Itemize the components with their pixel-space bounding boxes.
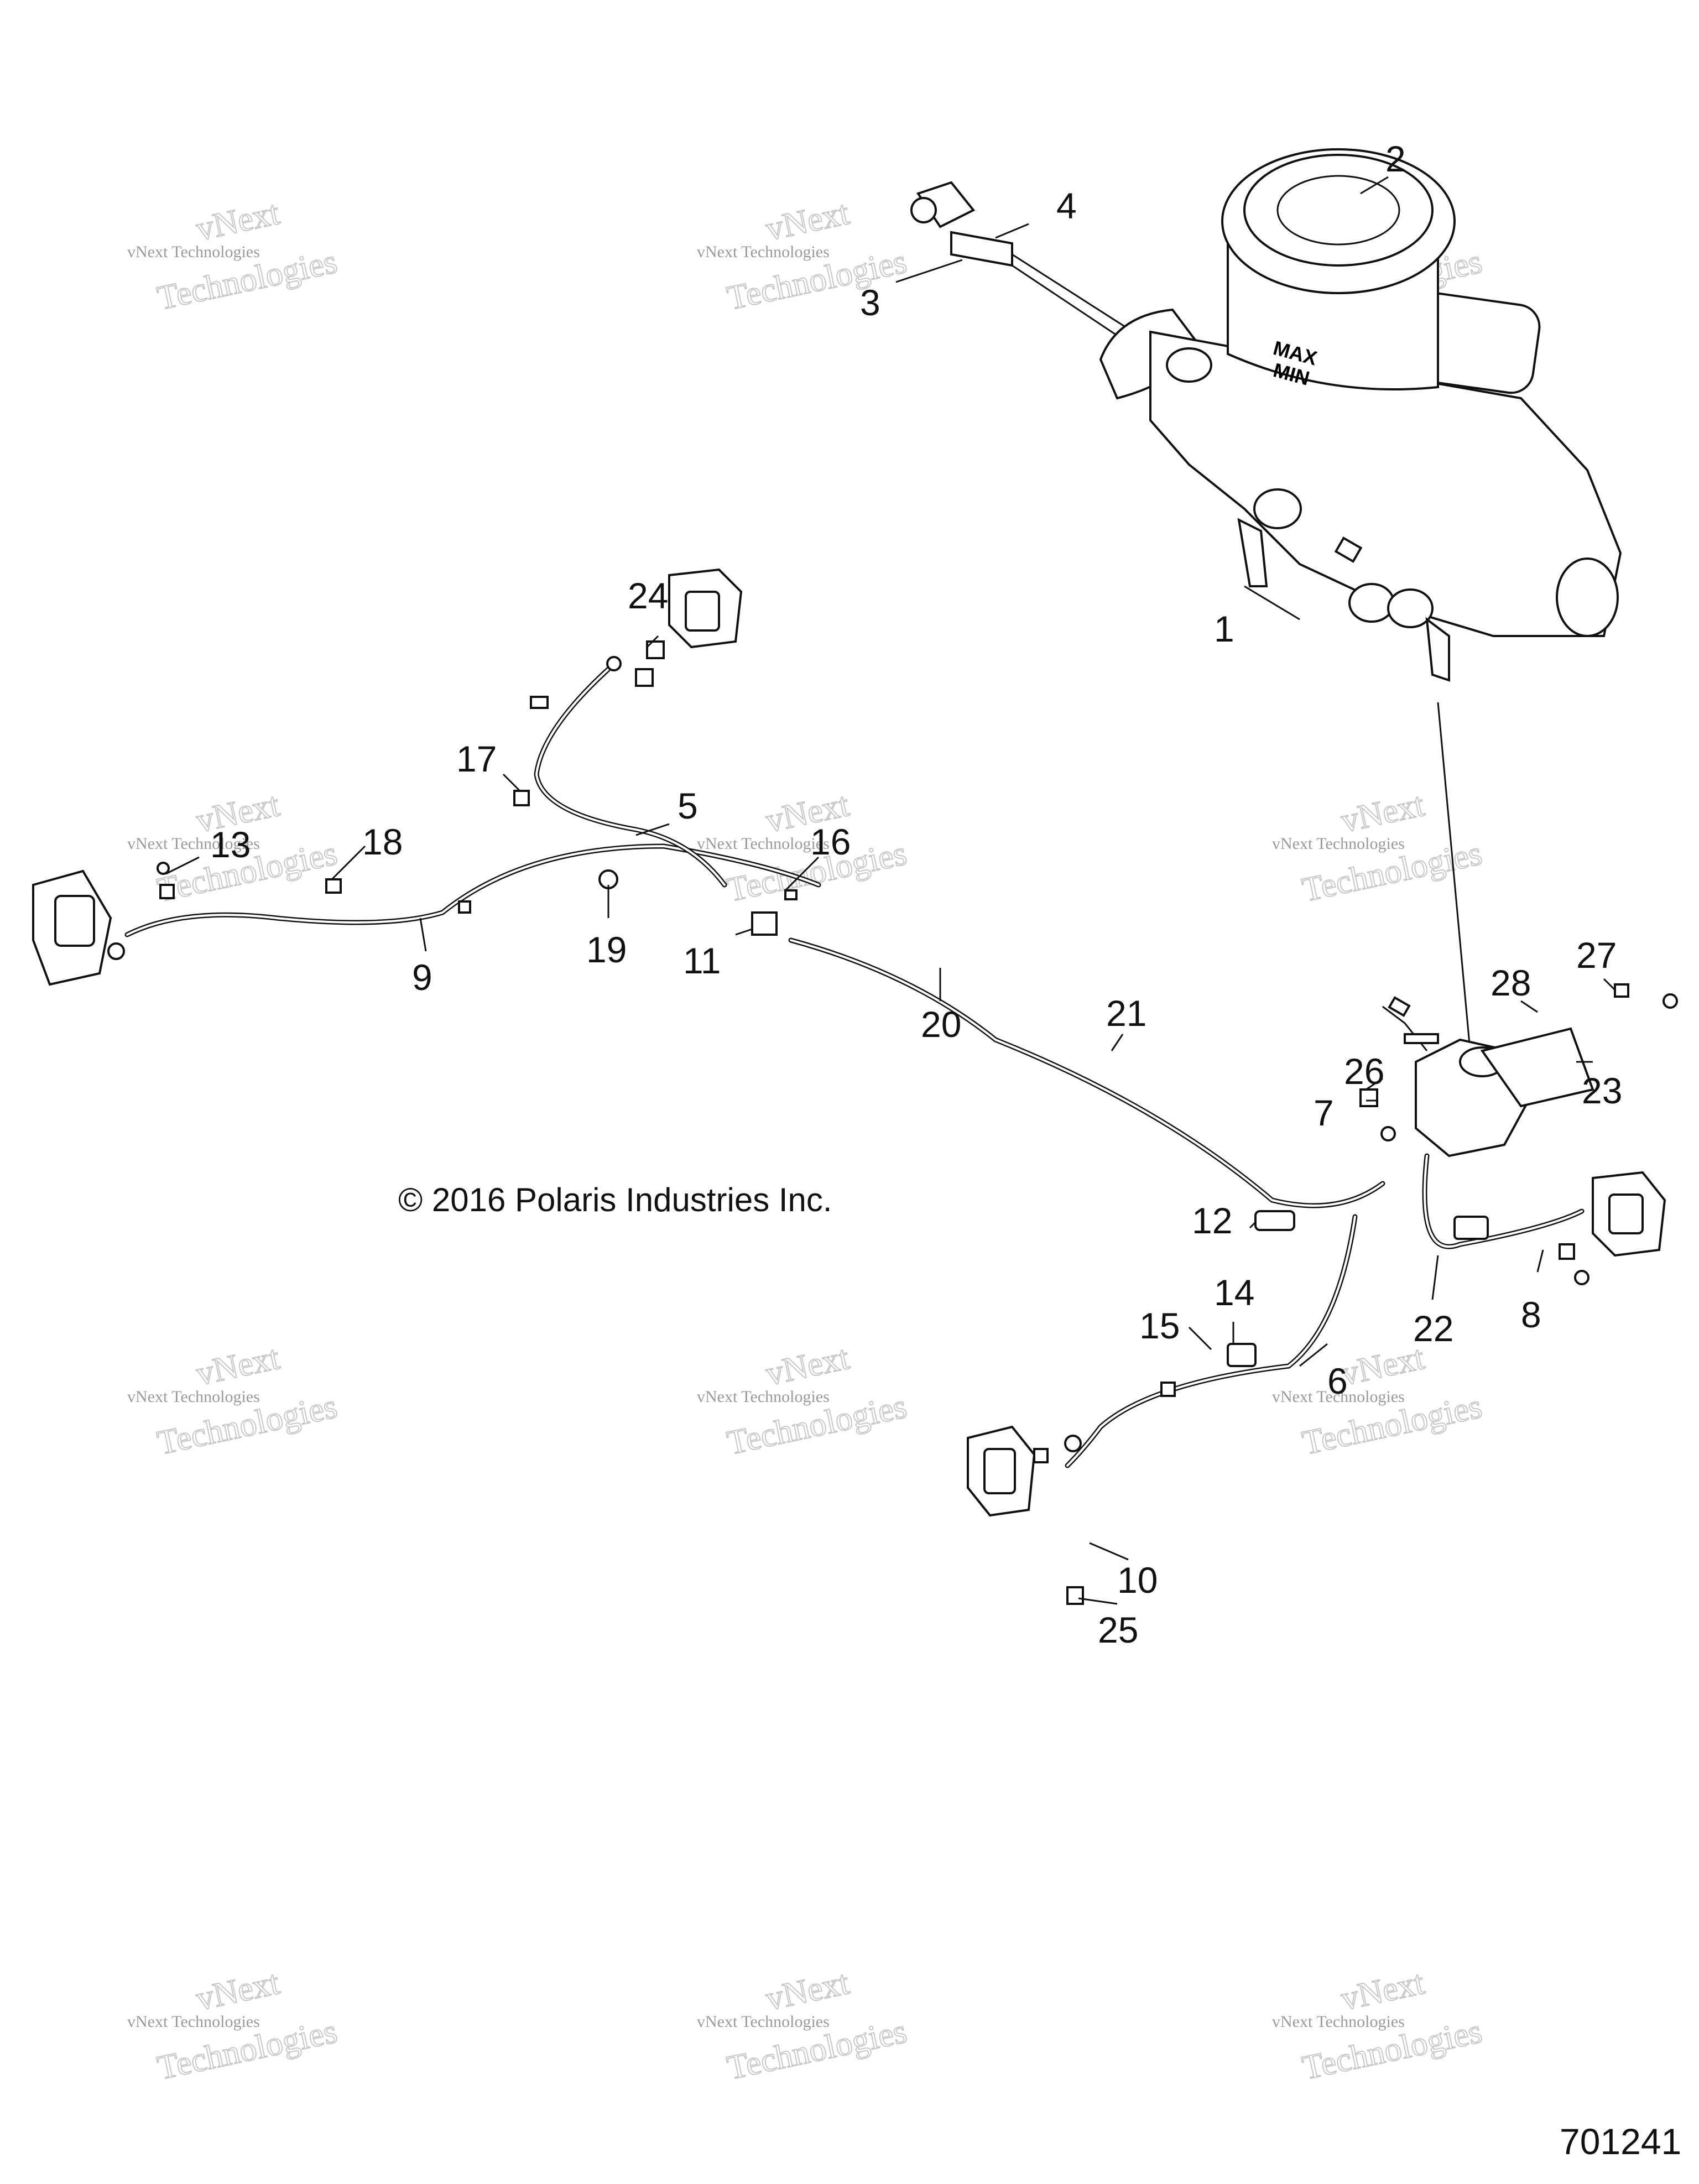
callout-26: 26 (1344, 1051, 1384, 1092)
callout-2: 2 (1385, 138, 1406, 179)
watermark-line1: vNext (1338, 1964, 1427, 2018)
watermark-line2: vNext Technologies (1272, 1388, 1405, 1406)
callout-17: 17 (456, 738, 497, 779)
caliper-right (1592, 1171, 1666, 1257)
leader-lines (165, 176, 1616, 1605)
watermark-line2: vNext Technologies (1272, 835, 1405, 853)
callout-7: 7 (1314, 1092, 1334, 1133)
watermark-line2: vNext Technologies (127, 835, 260, 853)
watermark-line1: vNext (1338, 786, 1427, 840)
copyright-notice: © 2016 Polaris Industries Inc. (398, 1181, 832, 1218)
callout-23: 23 (1582, 1070, 1622, 1111)
master-cylinder-small (1382, 996, 1594, 1158)
caliper-left (32, 869, 125, 986)
watermark-line2: vNext Technologies (1272, 2013, 1405, 2031)
watermark-line2: vNext Technologies (697, 2013, 830, 2031)
callout-6: 6 (1327, 1361, 1348, 1401)
watermark-line2: vNext Technologies (127, 243, 260, 261)
watermark-line1: vNext (193, 194, 283, 248)
callout-9: 9 (412, 957, 432, 998)
callout-12: 12 (1192, 1200, 1232, 1241)
watermark-line2: vNext Technologies (697, 835, 830, 853)
callout-11: 11 (683, 940, 721, 981)
watermark-line2: vNext Technologies (697, 1388, 830, 1406)
watermark-line1: vNext (763, 194, 852, 248)
watermark-line1: vNext (193, 1964, 283, 2018)
callout-13: 13 (210, 824, 251, 865)
callout-24: 24 (628, 575, 668, 616)
callout-8: 8 (1521, 1294, 1541, 1335)
watermark-line1: vNext (193, 1339, 283, 1393)
callout-3: 3 (860, 282, 880, 323)
callout-10: 10 (1117, 1560, 1158, 1601)
callout-labels: 1 2 3 4 5 6 7 8 9 10 11 12 13 14 15 16 1… (210, 138, 1622, 1650)
callout-28: 28 (1490, 962, 1531, 1003)
watermark-line1: vNext (763, 1964, 852, 2018)
callout-20: 20 (921, 1004, 961, 1045)
callout-27: 27 (1576, 935, 1617, 976)
brake-lines (124, 666, 1585, 1468)
callout-21: 21 (1106, 993, 1146, 1034)
watermark-line2: vNext Technologies (127, 2013, 260, 2031)
caliper-top (668, 568, 743, 649)
callout-18: 18 (362, 821, 403, 862)
callout-15: 15 (1139, 1305, 1180, 1346)
watermark-line2: vNext Technologies (127, 1388, 260, 1406)
callout-5: 5 (677, 785, 698, 826)
master-cylinder: MAX MIN (910, 148, 1622, 682)
callout-16: 16 (810, 821, 851, 862)
watermark-line2: vNext Technologies (697, 243, 830, 261)
watermark-line1: vNext (763, 1339, 852, 1393)
callout-22: 22 (1413, 1308, 1453, 1349)
callout-1: 1 (1214, 608, 1234, 649)
hardware (157, 640, 1678, 1605)
callout-19: 19 (586, 929, 627, 970)
caliper-bottom (967, 1425, 1036, 1517)
callout-14: 14 (1214, 1272, 1254, 1313)
callout-4: 4 (1056, 185, 1077, 226)
callout-25: 25 (1098, 1609, 1138, 1650)
figure-number: 701241 (1560, 2121, 1681, 2162)
